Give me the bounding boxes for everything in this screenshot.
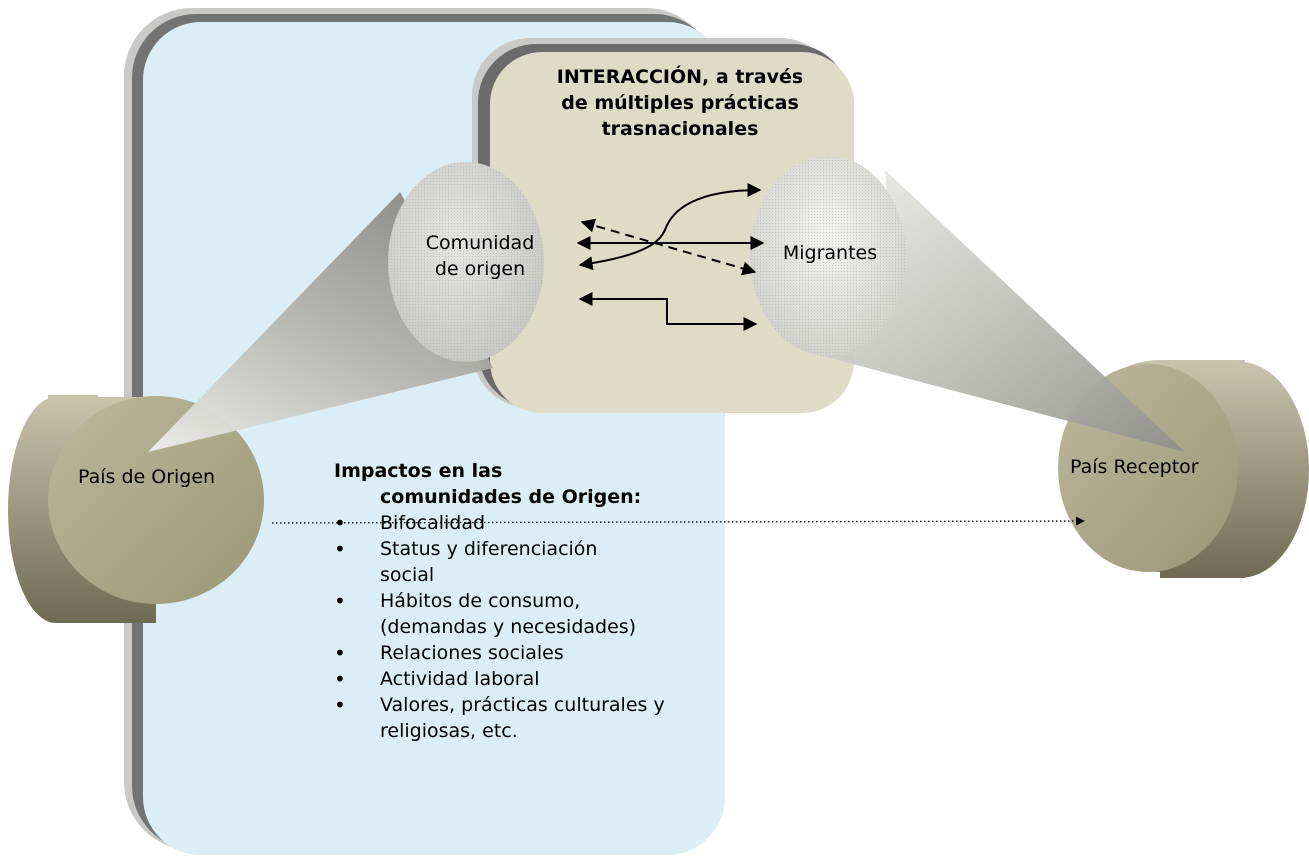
list-item: Hábitos de consumo, (demandas y necesida… <box>334 588 680 640</box>
impacts-title-line: comunidades de Origen: <box>380 486 642 508</box>
community-label: Comunidad de origen <box>400 230 560 282</box>
migrants-label: Migrantes <box>782 242 878 264</box>
interaction-title-line: de múltiples prácticas <box>561 92 799 114</box>
community-label-line: Comunidad <box>425 232 535 254</box>
origin-country-label: País de Origen <box>78 466 216 488</box>
migrants-disc <box>750 156 906 356</box>
impacts-list: Bifocalidad Status y diferenciación soci… <box>334 510 694 744</box>
impacts-title: Impactos en las comunidades de Origen: <box>334 458 641 510</box>
interaction-title-line: INTERACCIÓN, a través <box>556 66 804 88</box>
list-item: Status y diferenciación social <box>334 536 640 588</box>
list-item: Bifocalidad <box>334 510 694 536</box>
curved-arrow <box>578 183 762 271</box>
origin-country-cylinder <box>8 395 264 623</box>
interaction-title-line: trasnacionales <box>601 118 759 140</box>
list-item: Relaciones sociales <box>334 640 694 666</box>
elbow-arrow <box>578 292 758 331</box>
community-disc <box>388 162 544 362</box>
community-label-line: de origen <box>434 258 526 280</box>
list-item: Actividad laboral <box>334 666 694 692</box>
interaction-title: INTERACCIÓN, a través de múltiples práct… <box>520 64 840 142</box>
list-item: Valores, prácticas culturales y religios… <box>334 692 680 744</box>
dotted-arrow-to-receptor <box>271 516 1085 526</box>
receiving-country-label: País Receptor <box>1070 456 1199 478</box>
impacts-title-line: Impactos en las <box>334 460 503 482</box>
